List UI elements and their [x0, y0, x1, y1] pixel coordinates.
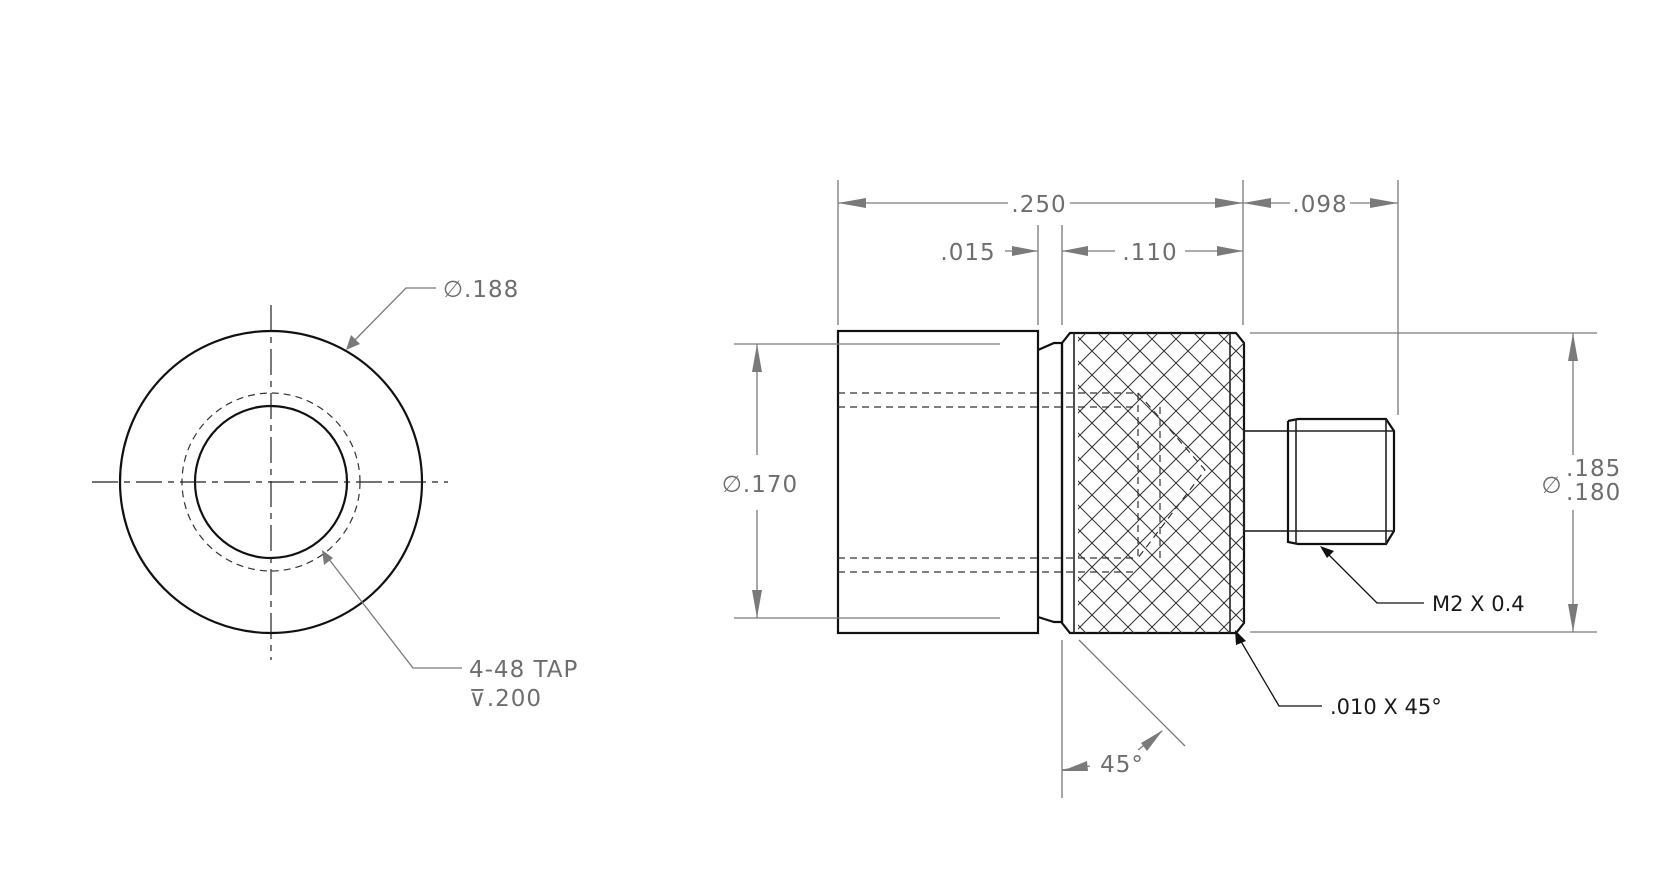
thread-note-leader	[1320, 546, 1424, 604]
diameter-leader	[346, 287, 436, 350]
knurl-length-label: .110	[1122, 240, 1177, 266]
knurl-line	[1078, 333, 1207, 633]
knurl-line	[1078, 333, 1244, 633]
knurl-line	[1078, 333, 1183, 633]
knurl-line	[1410, 333, 1664, 633]
knurl-line	[1169, 333, 1244, 633]
tap-depth-label: ⊽.200	[469, 686, 542, 712]
dim-overall-length	[837, 180, 1244, 325]
knurl-line	[1078, 333, 1244, 633]
knurl-line	[1169, 333, 1244, 633]
knurl-line	[1078, 333, 1244, 633]
knurl-line	[1078, 333, 1111, 633]
stud-length-label: .098	[1292, 192, 1347, 218]
knurl-line	[762, 333, 1062, 633]
tap-leader	[322, 550, 462, 669]
chamfer-note-label: .010 X 45°	[1330, 695, 1442, 719]
knurl-line	[1078, 333, 1183, 633]
knurl-line	[1078, 333, 1244, 633]
knurl-pattern	[762, 333, 1664, 633]
body-diameter-label: ∅.170	[722, 472, 798, 498]
dim-knurl-angle	[1061, 639, 1186, 798]
knurl-diameter-symbol: ∅	[1541, 473, 1562, 499]
knurl-line	[1078, 333, 1111, 633]
chamfer-note-leader	[1235, 630, 1322, 707]
threaded-stud	[1243, 417, 1396, 546]
knurl-line	[1078, 333, 1087, 633]
knurl-line	[1097, 333, 1244, 633]
knurl-line	[1121, 333, 1244, 633]
side-view: .250 .098 .015 .110	[722, 180, 1664, 798]
knurl-line	[1078, 333, 1159, 633]
knurl-line	[1078, 333, 1135, 633]
knurl-line	[1386, 333, 1664, 633]
knurl-line	[1121, 333, 1244, 633]
knurl-line	[1410, 333, 1664, 633]
knurl-line	[1217, 333, 1244, 633]
overall-length-label: .250	[1011, 192, 1066, 218]
knurl-line	[1078, 333, 1087, 633]
knurl-line	[1386, 333, 1664, 633]
knurl-line	[1145, 333, 1244, 633]
knurl-line	[1078, 333, 1244, 633]
knurl-line	[1078, 333, 1244, 633]
dim-body-diameter	[734, 343, 1000, 619]
hidden-tap-hole	[838, 392, 1206, 573]
dim-knurl-diameter	[1250, 332, 1597, 633]
knurl-angle-label: 45°	[1100, 752, 1144, 778]
groove-outline	[1037, 341, 1064, 624]
tap-label: 4-48 TAP	[469, 657, 578, 683]
dim-groove-knurl	[1005, 225, 1243, 325]
diameter-label: ∅.188	[443, 277, 519, 303]
knurl-diameter-upper-label: .185	[1566, 456, 1621, 482]
body-outline	[836, 329, 1040, 635]
dim-stud-length	[1243, 180, 1399, 415]
knurl-line	[1097, 333, 1244, 633]
knurl-line	[762, 333, 1062, 633]
knurl-line	[1145, 333, 1244, 633]
knurl-diameter-lower-label: .180	[1566, 480, 1621, 506]
knurl-line	[1078, 333, 1135, 633]
knurl-line	[1078, 333, 1159, 633]
knurl-line	[1266, 333, 1566, 633]
groove-width-label: .015	[940, 240, 995, 266]
knurl-line	[1217, 333, 1244, 633]
knurl-line	[1266, 333, 1566, 633]
end-view: ∅.188 4-48 TAP ⊽.200	[92, 277, 578, 712]
knurl-line	[1078, 333, 1207, 633]
thread-note-label: M2 X 0.4	[1432, 592, 1525, 616]
knurl-line	[1078, 333, 1231, 633]
